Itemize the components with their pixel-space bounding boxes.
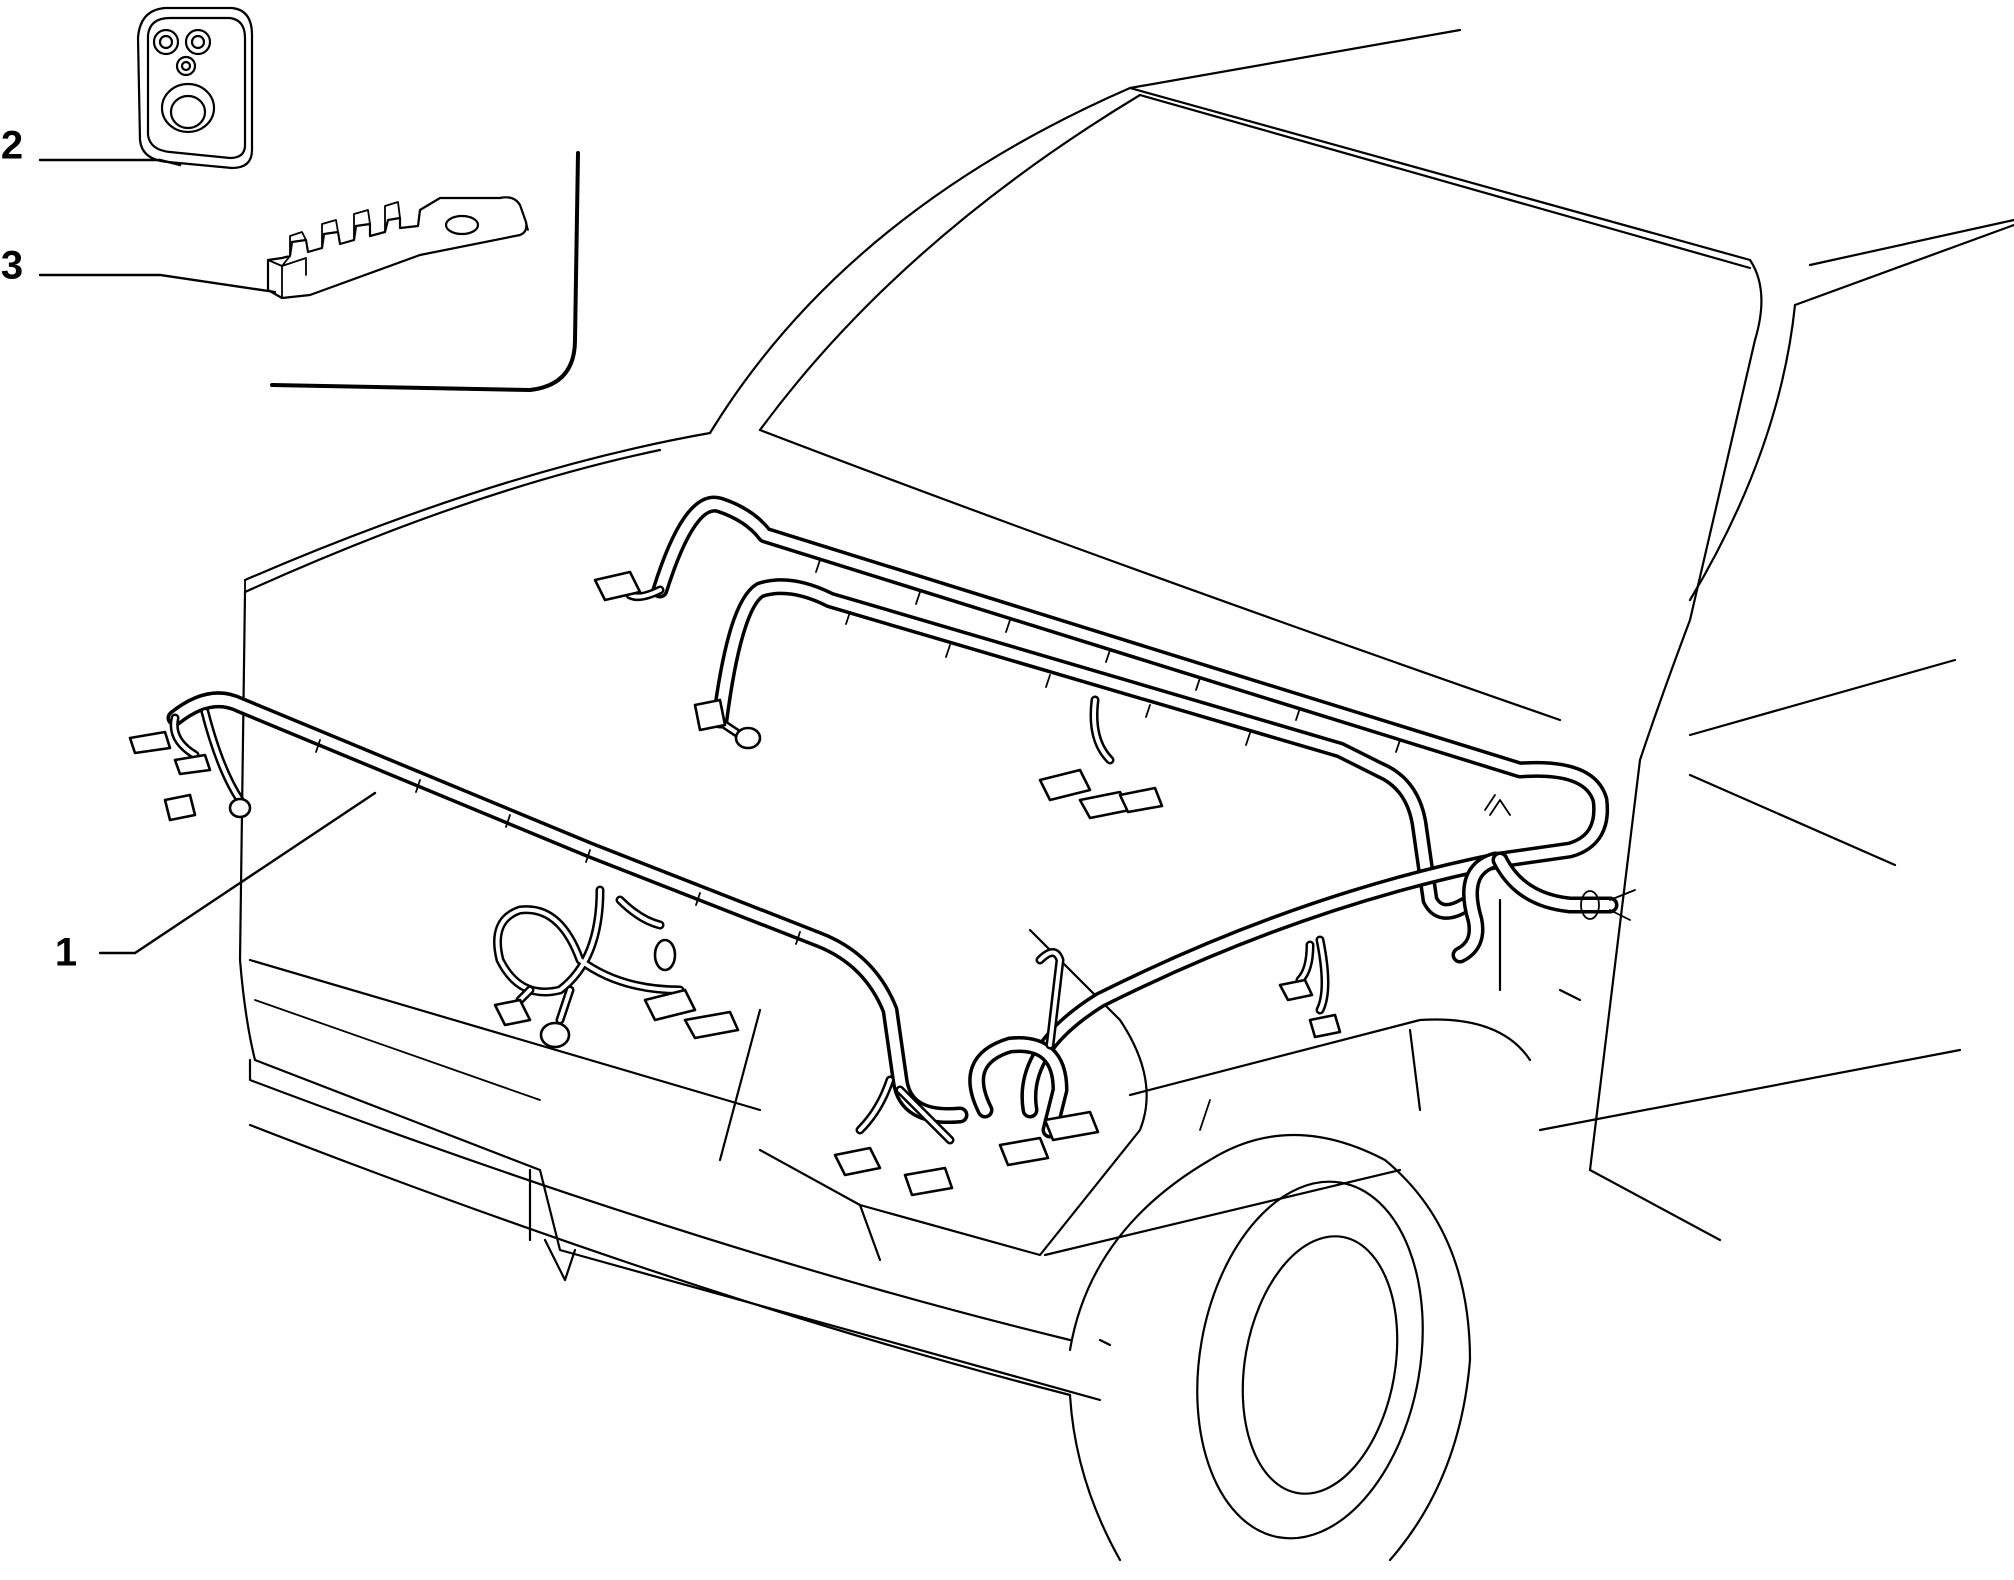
grommet-part (136, 6, 254, 170)
callout-label-1: 1 (55, 931, 77, 975)
wiring-harness-main (166, 495, 1636, 1145)
inset-frame (270, 151, 580, 392)
cable-clip-part (266, 196, 529, 300)
connectors (128, 570, 1342, 1197)
car-body-outline (238, 28, 2014, 1562)
callout-label-3: 3 (1, 244, 23, 288)
callout-leaders (38, 158, 377, 955)
callout-label-2: 2 (1, 124, 23, 168)
